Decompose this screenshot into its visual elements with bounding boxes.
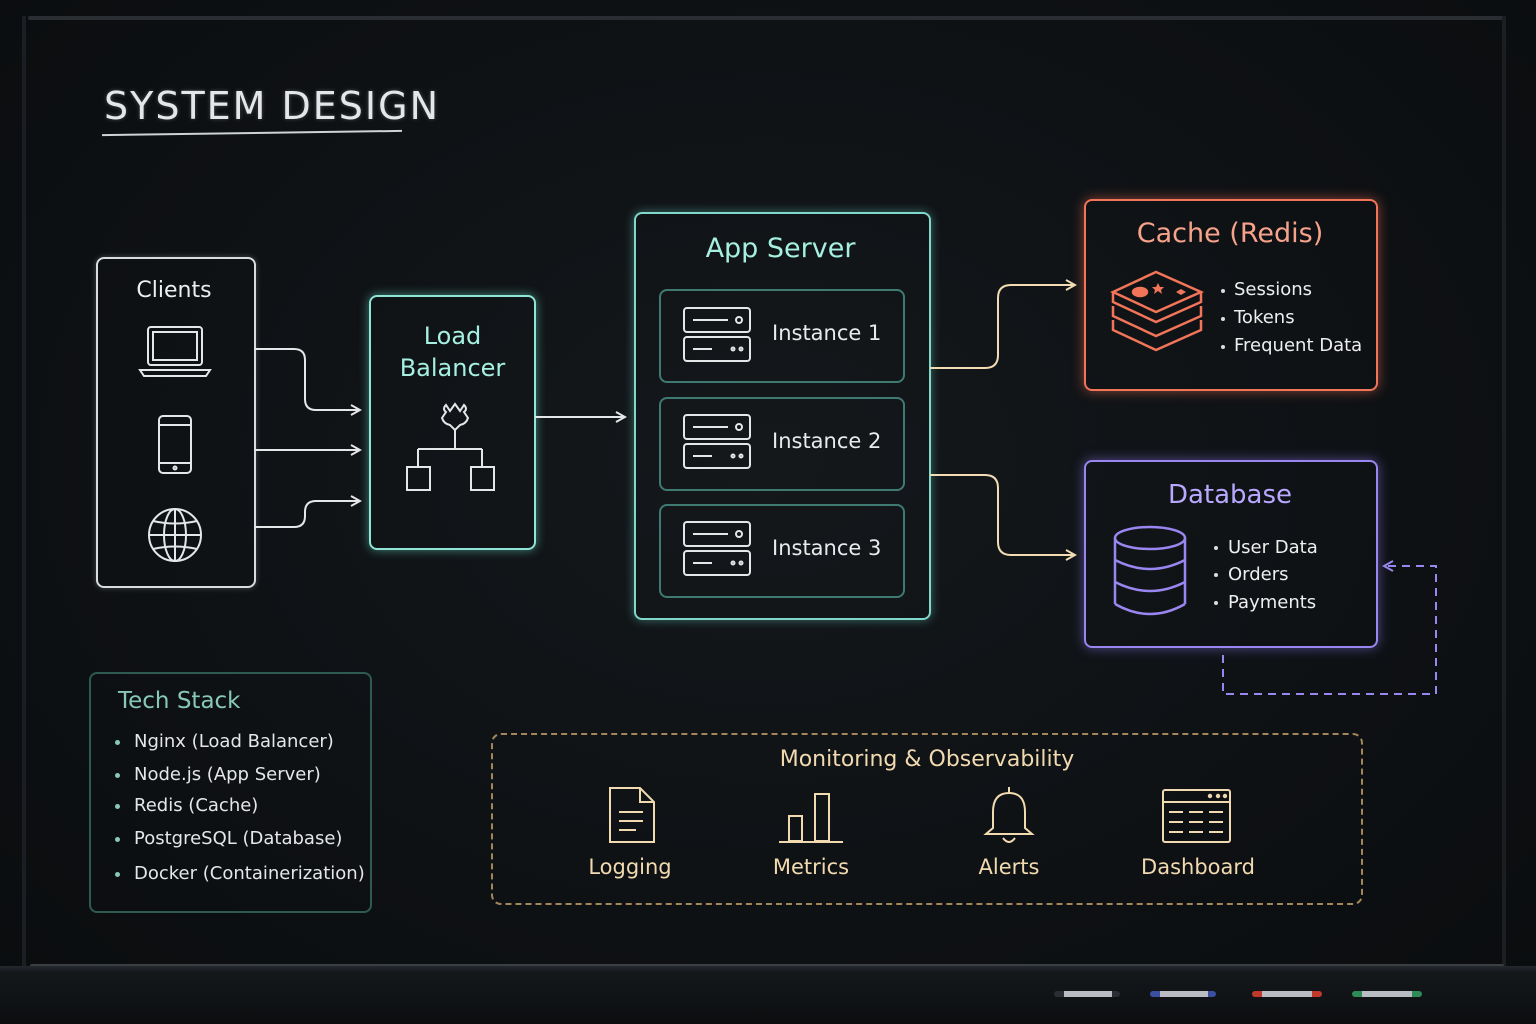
redis-stack-icon xyxy=(1110,270,1205,352)
database-item-payments: Payments xyxy=(1228,592,1317,613)
tech-item-redis: Redis (Cache) xyxy=(134,795,259,816)
instance-3-box xyxy=(659,504,905,598)
marker-red[interactable] xyxy=(1252,991,1322,997)
bullet xyxy=(115,740,120,745)
marker-green[interactable] xyxy=(1352,991,1422,997)
database-item-user-data: User Data xyxy=(1228,537,1318,558)
network-tree-icon xyxy=(406,402,495,491)
marker-tray xyxy=(0,966,1536,1024)
cache-title: Cache (Redis) xyxy=(1136,218,1324,249)
globe-icon xyxy=(148,508,202,562)
monitoring-label-logging: Logging xyxy=(588,855,672,879)
board-frame-left xyxy=(22,16,26,971)
server-icon xyxy=(683,521,751,576)
board-frame-top xyxy=(28,16,1504,20)
bullet xyxy=(1214,573,1218,577)
server-icon xyxy=(683,307,751,362)
app-server-box xyxy=(634,212,931,620)
cache-item-frequent-data: Frequent Data xyxy=(1234,335,1363,356)
database-cylinder-icon xyxy=(1113,525,1187,616)
cache-item-tokens: Tokens xyxy=(1234,307,1295,328)
instance-1-box xyxy=(659,289,905,383)
globe-connector xyxy=(254,501,360,528)
instance-3-label: Instance 3 xyxy=(772,536,882,560)
laptop-connector xyxy=(254,348,360,410)
marker-black[interactable] xyxy=(1054,991,1120,997)
bar-chart-icon xyxy=(779,793,843,843)
bullet xyxy=(115,804,120,809)
bullet xyxy=(1214,546,1218,550)
db-replication-loop xyxy=(1222,566,1437,695)
phone-icon xyxy=(158,415,192,474)
page-title: SYSTEM DESIGN xyxy=(104,84,441,128)
monitoring-label-alerts: Alerts xyxy=(978,855,1040,879)
tech-item-docker: Docker (Containerization) xyxy=(134,863,365,884)
clients-label: Clients xyxy=(136,278,212,303)
tech-item-nginx: Nginx (Load Balancer) xyxy=(134,731,334,752)
bullet xyxy=(115,837,120,842)
tech-stack-box xyxy=(89,672,372,913)
marker-blue[interactable] xyxy=(1150,991,1216,997)
load-balancer-label-line1: Load xyxy=(423,322,482,350)
database-title: Database xyxy=(1167,480,1293,510)
laptop-icon xyxy=(138,326,212,377)
document-icon xyxy=(609,787,655,843)
instance-2-box xyxy=(659,397,905,491)
monitoring-label-dashboard: Dashboard xyxy=(1141,855,1255,879)
server-icon xyxy=(683,414,751,469)
bullet xyxy=(1221,289,1225,293)
bullet xyxy=(1214,601,1218,605)
clients-box xyxy=(96,257,256,588)
app-to-cache-arrow xyxy=(930,285,1075,369)
instance-2-label: Instance 2 xyxy=(772,429,882,453)
cache-item-sessions: Sessions xyxy=(1234,279,1313,300)
bell-icon xyxy=(983,787,1035,843)
app-server-label: App Server xyxy=(705,233,856,264)
monitoring-title: Monitoring & Observability xyxy=(779,747,1075,772)
dashboard-icon xyxy=(1162,789,1231,843)
load-balancer-box xyxy=(369,295,536,550)
monitoring-box xyxy=(491,733,1363,905)
board-frame-right xyxy=(1502,16,1506,971)
monitoring-label-metrics: Metrics xyxy=(772,855,850,879)
database-item-orders: Orders xyxy=(1228,564,1289,585)
bullet xyxy=(1221,317,1225,321)
tech-item-postgresql: PostgreSQL (Database) xyxy=(134,828,343,849)
bullet xyxy=(1221,345,1225,349)
bullet xyxy=(115,773,120,778)
clients-to-lb-arrows xyxy=(254,348,360,528)
cache-box xyxy=(1084,199,1378,391)
bullet xyxy=(115,872,120,877)
app-to-db-arrow xyxy=(930,474,1075,555)
database-box xyxy=(1084,460,1378,648)
instance-1-label: Instance 1 xyxy=(772,321,882,345)
load-balancer-label-line2: Balancer xyxy=(399,354,506,382)
tech-stack-title: Tech Stack xyxy=(118,688,241,714)
tech-item-nodejs: Node.js (App Server) xyxy=(134,764,321,785)
